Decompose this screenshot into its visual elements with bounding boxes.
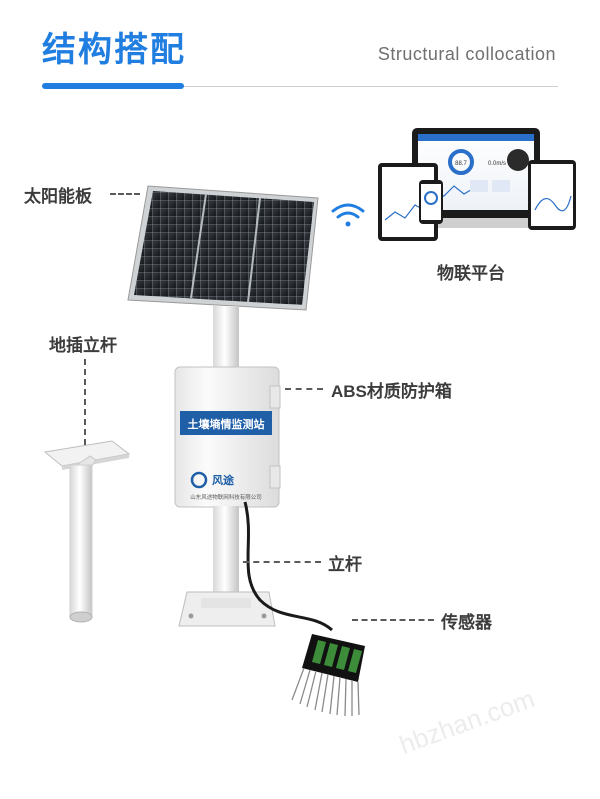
label-ground-pole: 地插立杆 — [49, 336, 117, 355]
leader-solar — [110, 193, 140, 195]
enclosure-logo-text: 风途 — [212, 473, 235, 487]
iot-devices: 88.7 0.0m/s — [378, 128, 576, 241]
wind-value: 0.0m/s — [488, 161, 506, 167]
page-subtitle: Structural collocation — [377, 44, 556, 64]
ground-pole — [43, 440, 131, 623]
enclosure-label: 土壤墒情监测站 — [188, 417, 265, 431]
watermark: hbzhan.com — [395, 683, 538, 760]
enclosure-company: 山东风途物联网科技有限公司 — [190, 493, 262, 501]
leader-ground-pole — [84, 359, 86, 445]
header-divider — [42, 86, 558, 87]
label-solar-panel: 太阳能板 — [24, 187, 92, 206]
leader-abs-box — [285, 388, 323, 390]
header-accent-bar — [42, 83, 184, 89]
label-sensor: 传感器 — [441, 613, 492, 632]
leader-pole — [243, 561, 321, 563]
label-pole: 立杆 — [328, 555, 362, 574]
wifi-icon — [331, 203, 365, 227]
abs-enclosure: 土壤墒情监测站 风途 山东风途物联网科技有限公司 — [174, 366, 281, 508]
gauge-value: 88.7 — [455, 161, 467, 167]
label-iot-platform: 物联平台 — [437, 264, 505, 283]
page-title: 结构搭配 — [42, 31, 186, 69]
sensor-array — [291, 634, 365, 717]
solar-panel — [127, 185, 319, 311]
label-abs-box: ABS材质防护箱 — [331, 382, 452, 401]
leader-sensor — [352, 619, 434, 621]
